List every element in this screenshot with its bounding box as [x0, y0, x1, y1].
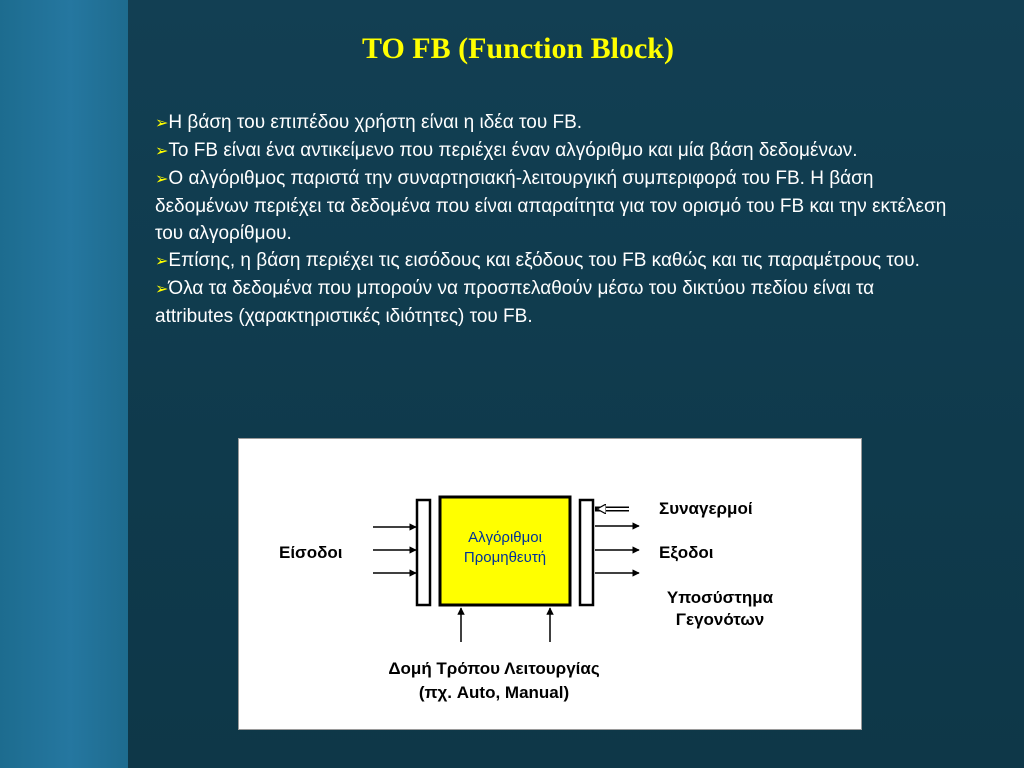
arrow-bullet-icon: ➢	[155, 253, 169, 270]
bullet-item: ➢Όλα τα δεδομένα που μπορούν να προσπελα…	[155, 278, 875, 327]
bullet-item: ➢Το FB είναι ένα αντικείμενο που περιέχε…	[155, 140, 858, 161]
arrow-bullet-icon: ➢	[155, 281, 169, 298]
arrow-bullet-icon: ➢	[155, 115, 169, 132]
outputs-label: Εξοδοι	[659, 543, 714, 562]
bullet-item: ➢Ο αλγόριθμος παριστά την συναρτησιακή-λ…	[155, 168, 947, 244]
bullet-item: ➢Η βάση του επιπέδου χρήστη είναι η ιδέα…	[155, 112, 583, 133]
diagram-graphics	[373, 495, 640, 642]
output-bar	[578, 498, 595, 607]
input-bar	[415, 498, 432, 607]
algorithm-label: Αλγόριθμοι Προμηθευτή	[463, 529, 547, 566]
inputs-label: Είσοδοι	[279, 543, 343, 562]
function-block-diagram: Αλγόριθμοι Προμηθευτή Είσοδοι Συναγερμοί…	[238, 438, 862, 730]
bullet-item: ➢Επίσης, η βάση περιέχει τις εισόδους κα…	[155, 250, 920, 271]
slide-title: TO FB (Function Block)	[362, 32, 674, 65]
arrow-bullet-icon: ➢	[155, 171, 169, 188]
side-band	[0, 0, 128, 768]
event-subsystem-label: Υποσύστημα Γεγονότων	[666, 588, 774, 629]
alarms-label: Συναγερμοί	[659, 499, 753, 518]
bullet-list: ➢Η βάση του επιπέδου χρήστη είναι η ιδέα…	[155, 109, 955, 330]
algorithm-block	[438, 495, 572, 607]
arrow-bullet-icon: ➢	[155, 143, 169, 160]
operating-mode-label: Δομή Τρόπου Λειτουργίας (πχ. Auto, Manua…	[388, 659, 600, 702]
